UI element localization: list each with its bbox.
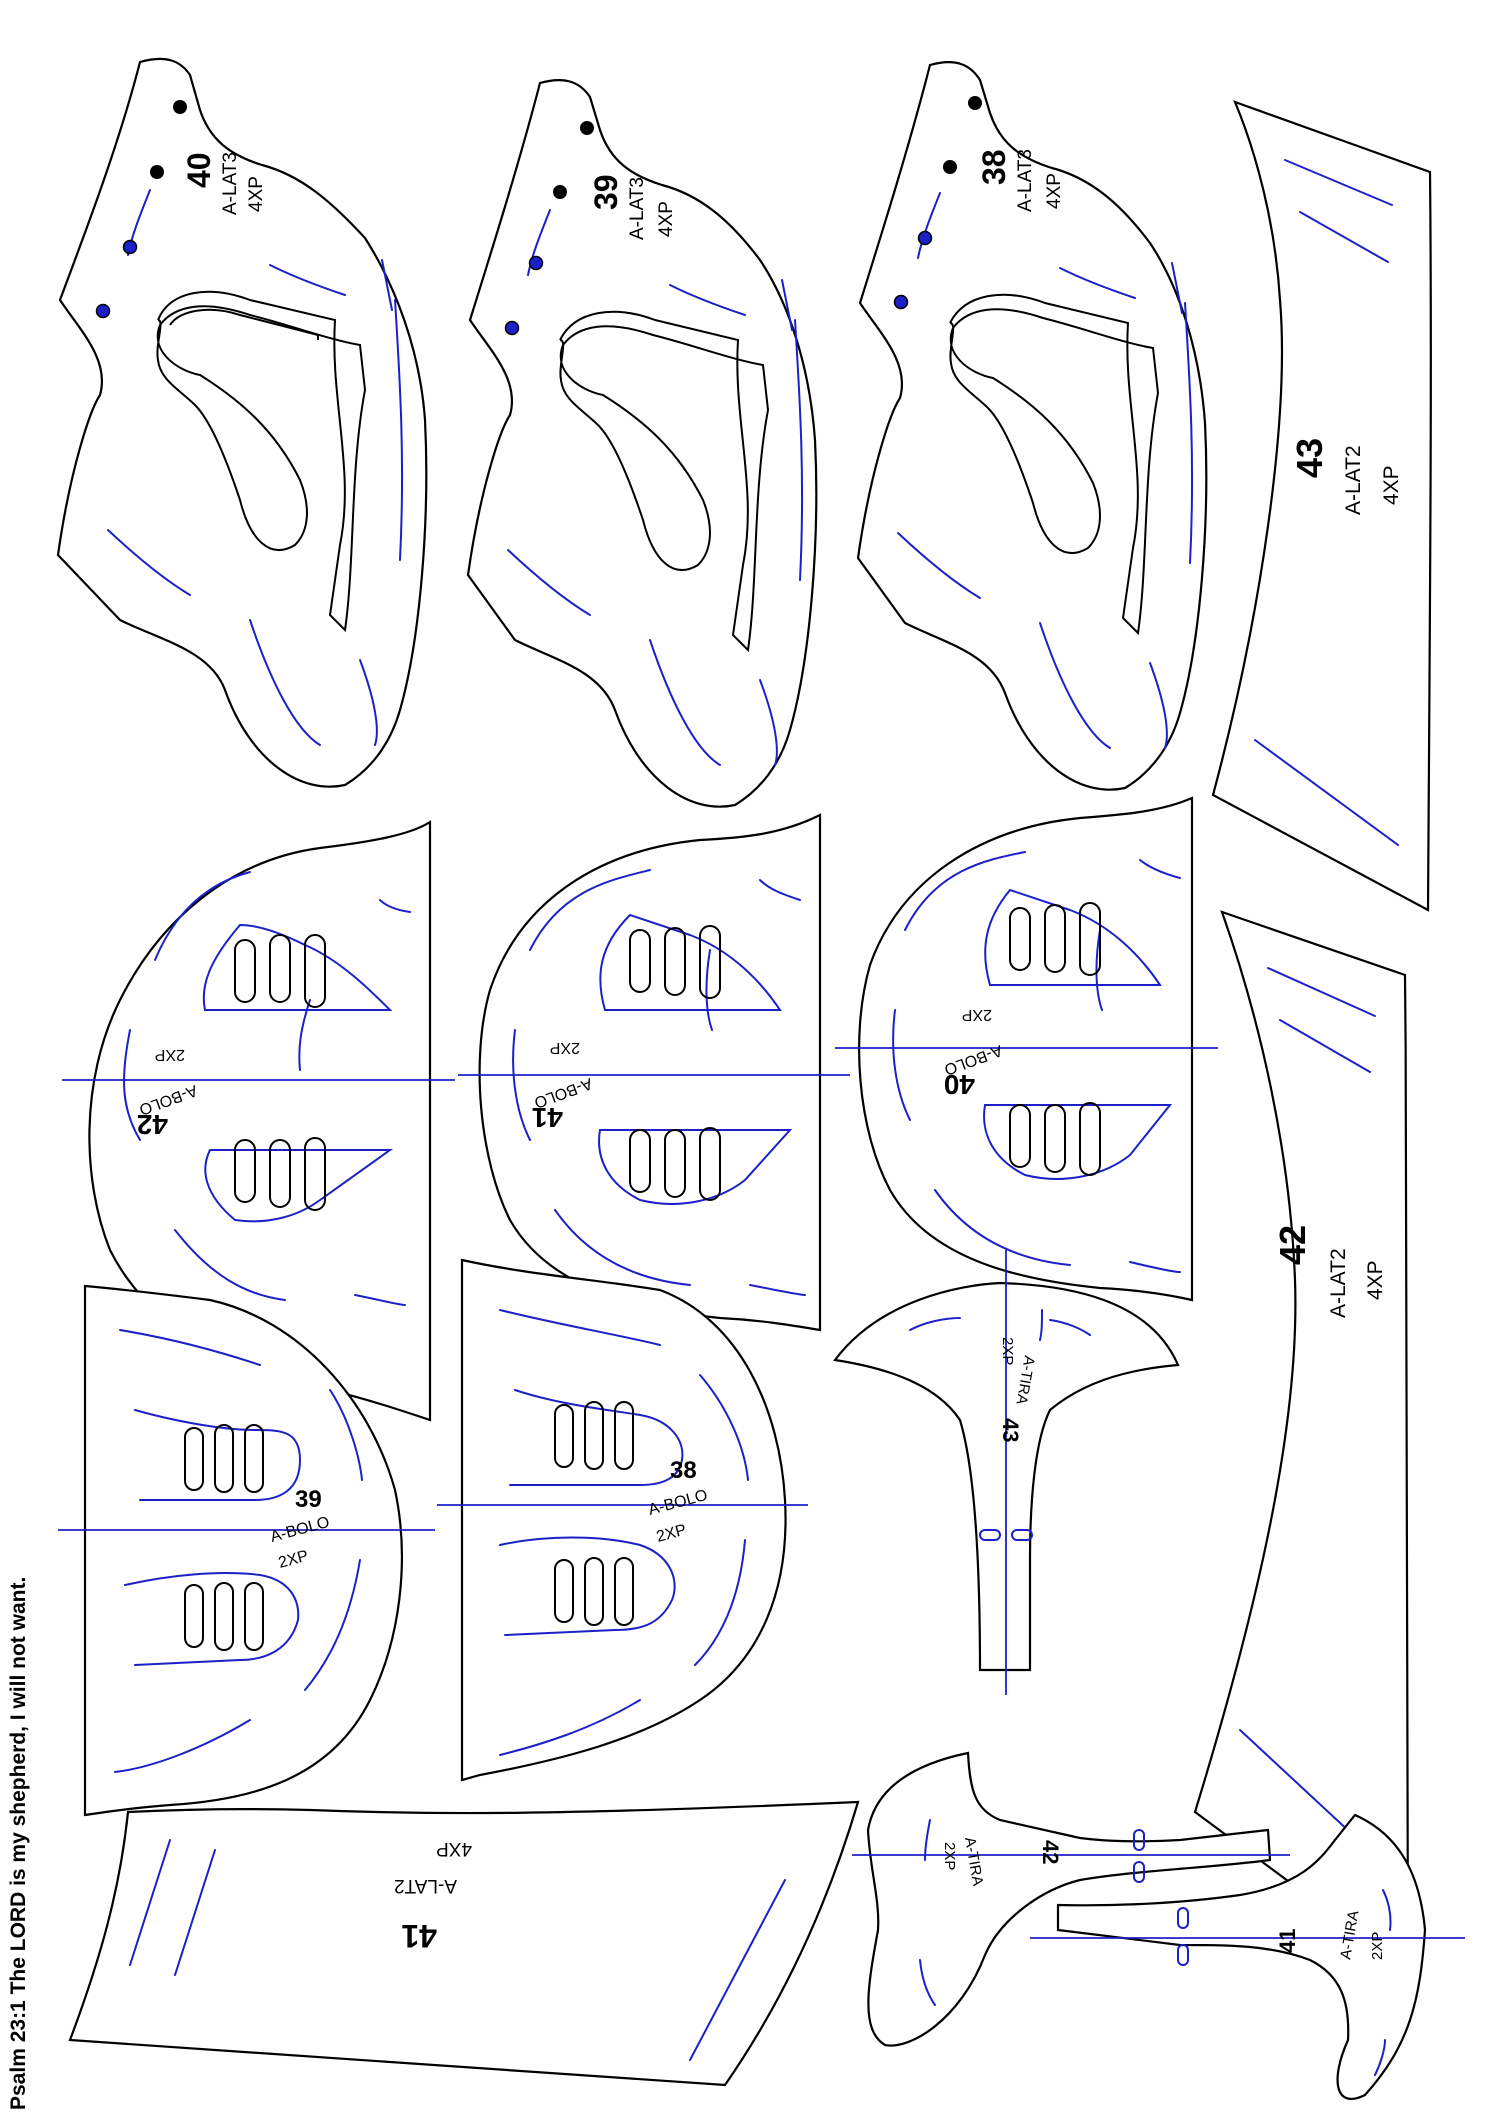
piece-43-a-lat2: 43 A-LAT2 4XP <box>1211 100 1432 912</box>
piece-40-qty: 4XP <box>246 176 267 212</box>
bolo-40-qty: 2XP <box>962 1006 992 1023</box>
piece-39-a-lat3: 39 A-LAT3 4XP <box>466 79 818 808</box>
piece-42-a-tira: 42 A-TIRA 2XP <box>852 1751 1290 2047</box>
piece-41-a-tira: 41 A-TIRA 2XP <box>1030 1813 1465 2101</box>
bolo-40-number: 40 <box>944 1069 975 1100</box>
tira-41-qty: 2XP <box>1369 1932 1386 1960</box>
piece-41-a-lat2: 41 A-LAT2 4XP <box>68 1800 860 2087</box>
piece-41-a-bolo: 41 A-BOLO 2XP <box>458 813 850 1332</box>
piece-39-number: 39 <box>588 174 624 210</box>
lat2-42-name: A-LAT2 <box>1327 1248 1350 1318</box>
bolo-39-number: 39 <box>295 1486 322 1513</box>
piece-42-a-lat2: 42 A-LAT2 4XP <box>1193 910 1410 1973</box>
piece-38-number: 38 <box>976 149 1012 185</box>
piece-38-qty: 4XP <box>1044 173 1065 209</box>
piece-39-a-bolo: 39 A-BOLO 2XP <box>58 1284 435 1817</box>
piece-40-a-bolo: 40 A-BOLO 2XP <box>835 796 1218 1302</box>
tira-43-number: 43 <box>998 1418 1023 1442</box>
lat2-41-number: 41 <box>401 1918 437 1954</box>
bolo-41-qty: 2XP <box>550 1039 580 1056</box>
piece-38-a-lat3: 38 A-LAT3 4XP <box>856 61 1208 791</box>
bolo-38-number: 38 <box>670 1457 697 1484</box>
piece-39-qty: 4XP <box>656 201 677 237</box>
piece-43-qty: 4XP <box>1380 465 1403 505</box>
piece-40-number: 40 <box>181 152 217 188</box>
lat2-42-qty: 4XP <box>1364 1260 1387 1300</box>
tira-43-qty: 2XP <box>999 1337 1016 1365</box>
bolo-41-number: 41 <box>532 1102 563 1133</box>
lat2-41-qty: 4XP <box>436 1838 472 1859</box>
piece-42-a-bolo: 42 A-BOLO 2XP <box>62 819 455 1422</box>
piece-39-name: A-LAT3 <box>627 177 648 240</box>
piece-43-a-tira: 43 A-TIRA 2XP <box>833 1250 1180 1695</box>
piece-40-name: A-LAT3 <box>220 152 241 215</box>
verse-text: Psalm 23:1 The LORD is my shepherd, I wi… <box>7 1577 30 2110</box>
tira-42-number: 42 <box>1038 1840 1063 1864</box>
bolo-42-number: 42 <box>137 1109 168 1140</box>
lat2-42-number: 42 <box>1272 1225 1313 1265</box>
piece-40-a-lat3: 40 A-LAT3 4XP <box>56 57 428 788</box>
piece-38-a-bolo: 38 A-BOLO 2XP <box>437 1258 808 1782</box>
lat2-41-name: A-LAT2 <box>394 1875 457 1896</box>
tira-42-qty: 2XP <box>941 1842 958 1870</box>
tira-41-number: 41 <box>1275 1929 1300 1953</box>
bolo-42-qty: 2XP <box>155 1046 185 1063</box>
piece-38-name: A-LAT3 <box>1015 149 1036 212</box>
piece-43-number: 43 <box>1289 438 1330 478</box>
piece-43-name: A-LAT2 <box>1342 445 1365 515</box>
